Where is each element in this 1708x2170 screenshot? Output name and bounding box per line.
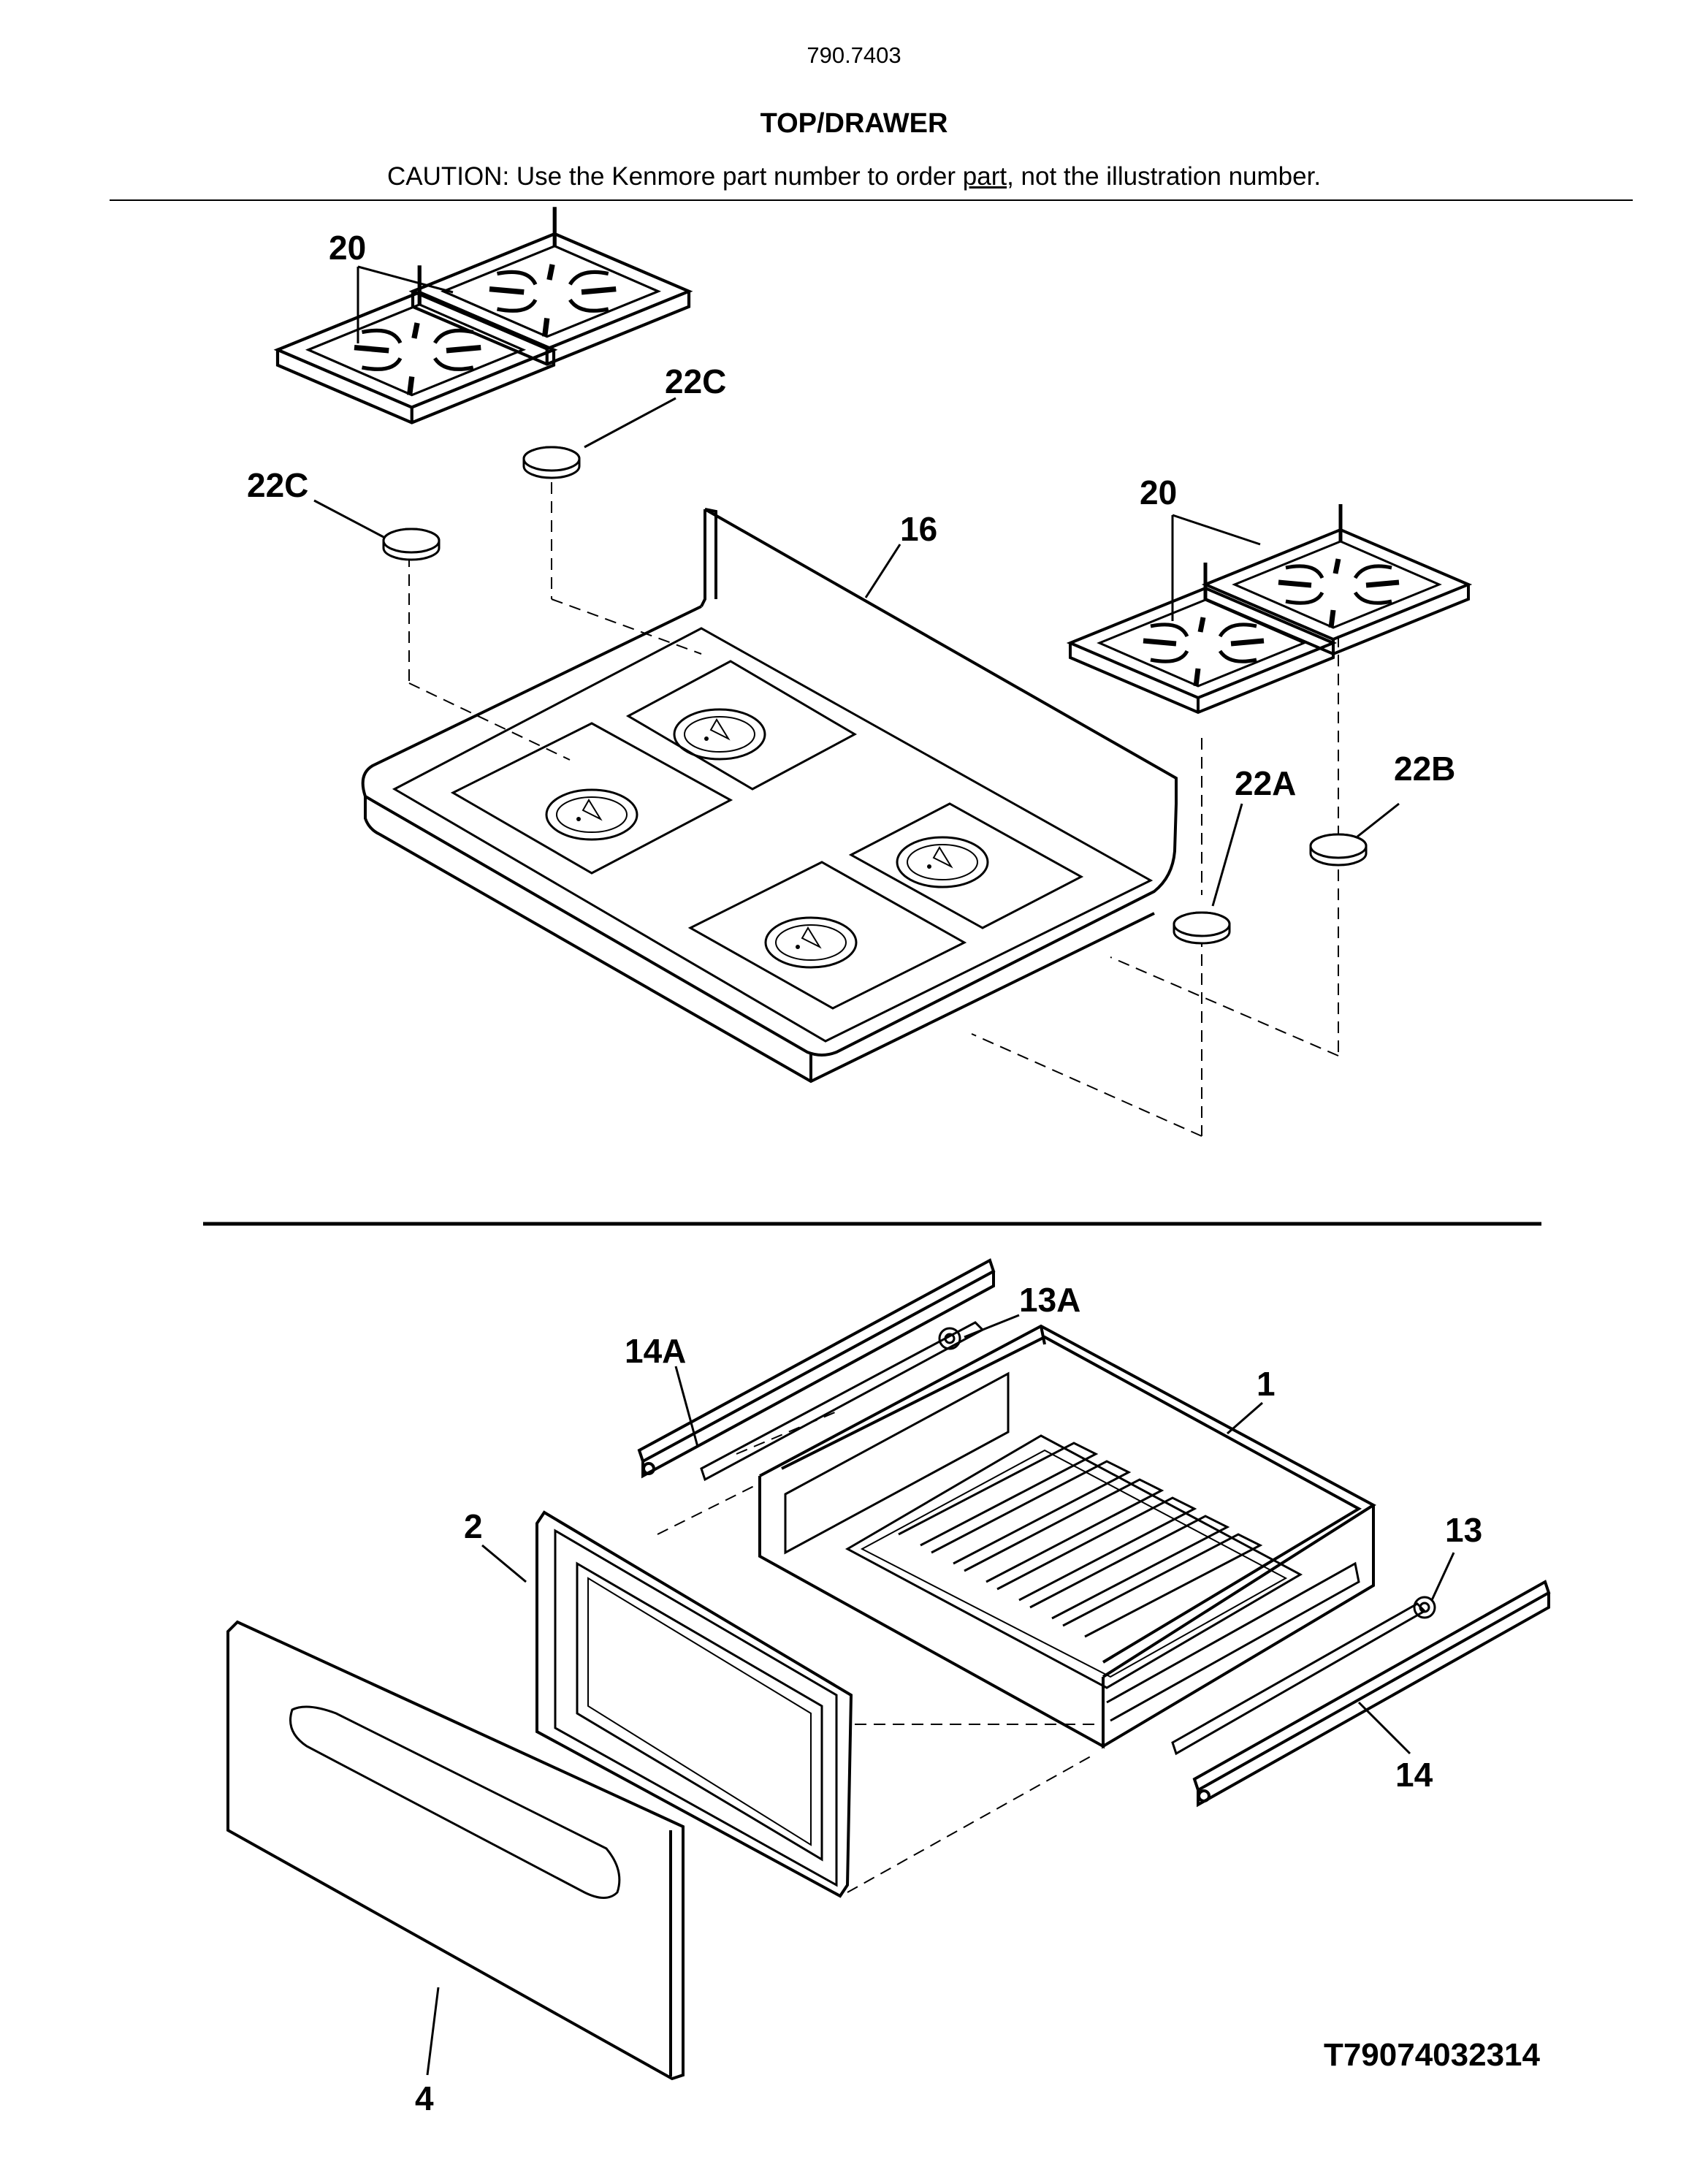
model-number: 790.7403 bbox=[807, 42, 901, 68]
drawer-front-panel bbox=[535, 1510, 853, 1898]
top-leader-lines bbox=[313, 265, 1400, 907]
assembly-guide-lines bbox=[408, 482, 1339, 1137]
callout-foot-22c-a: 22C bbox=[665, 362, 726, 400]
slide-rail-14a bbox=[637, 1258, 996, 1479]
burner-front-left bbox=[545, 788, 638, 841]
drawer-body bbox=[758, 1324, 1376, 1749]
roller-13a bbox=[938, 1327, 961, 1350]
roller-13 bbox=[1413, 1596, 1436, 1619]
callout-roller-13a: 13A bbox=[1019, 1281, 1080, 1319]
drawer-front bbox=[226, 1620, 685, 2081]
drawer-guide-lines bbox=[657, 1409, 1097, 1893]
burner-rear-left bbox=[673, 708, 766, 761]
diagram-code: T79074032314 bbox=[1323, 2037, 1540, 2073]
callout-grate-left: 20 bbox=[329, 229, 366, 267]
cooktop-drawing bbox=[361, 508, 1178, 1084]
caution-link[interactable]: part bbox=[962, 162, 1007, 191]
grate-left-rear bbox=[413, 207, 689, 364]
caution-text: CAUTION: Use the Kenmore part number to … bbox=[386, 162, 963, 191]
grate-right-rear bbox=[1205, 504, 1468, 654]
callout-cooktop: 16 bbox=[900, 510, 937, 548]
drawer-leader-lines bbox=[426, 1314, 1455, 2076]
callout-drawer-front-panel: 2 bbox=[464, 1507, 483, 1545]
caution-text-end: , not the illustration number. bbox=[1007, 162, 1322, 191]
callout-roller-13: 13 bbox=[1445, 1511, 1482, 1549]
grate-foot-22a bbox=[1173, 911, 1231, 945]
callout-slide-14: 14 bbox=[1395, 1756, 1433, 1794]
page-title: TOP/DRAWER bbox=[760, 108, 948, 139]
callout-drawer-body: 1 bbox=[1257, 1365, 1276, 1403]
callout-foot-22a: 22A bbox=[1235, 764, 1296, 802]
burner-front-right bbox=[764, 916, 858, 969]
callout-foot-22c-b: 22C bbox=[247, 466, 308, 504]
callout-foot-22b: 22B bbox=[1394, 750, 1455, 788]
slide-rail-inner-14a bbox=[700, 1321, 985, 1482]
callout-drawer-front: 4 bbox=[415, 2079, 434, 2117]
slide-rail-14 bbox=[1192, 1580, 1551, 1808]
grate-foot-22c-a bbox=[522, 446, 581, 479]
caution-note: CAUTION: Use the Kenmore part number to … bbox=[0, 162, 1708, 191]
burner-rear-right bbox=[896, 836, 989, 888]
callout-slide-14a: 14A bbox=[625, 1332, 686, 1370]
grate-foot-22c-b bbox=[382, 528, 441, 561]
grate-foot-22b bbox=[1309, 833, 1368, 867]
callout-grate-right: 20 bbox=[1140, 473, 1177, 511]
